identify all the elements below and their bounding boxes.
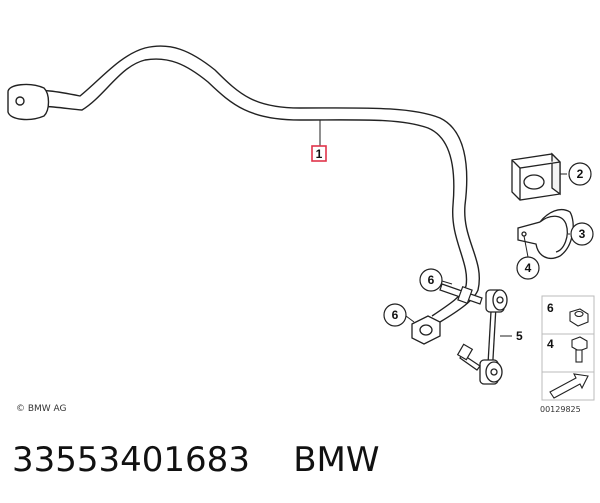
nut-icon [569,308,589,327]
caption-line: 33553401683 BMW [12,440,379,480]
link-bolt-upper [439,283,483,305]
direction-arrow-icon [549,373,589,399]
fastener-legend: 6 4 [541,295,595,401]
legend-bolt-number: 4 [547,337,554,351]
callout-6-upper: 6 [419,268,453,292]
link-bolt-lower [456,343,481,371]
rubber-mounting [511,152,561,201]
callout-1-label: 1 [316,147,323,161]
callout-2-label: 2 [577,167,584,181]
callout-4: 4 [516,235,540,280]
callout-2: 2 [560,162,592,186]
bolt-icon [571,336,588,363]
callout-5-label: 5 [516,329,523,343]
legend-nut-number: 6 [547,301,554,315]
stabilizer-bar [19,45,480,323]
brand-name: BMW [293,440,380,480]
copyright-notice: © BMW AG [16,404,67,414]
callout-6-lower-label: 6 [392,308,399,322]
callout-1: 1 [311,120,327,162]
bar-rubber-bushing [411,315,441,345]
callout-5: 5 [500,329,523,343]
callout-3-label: 3 [579,227,586,241]
callout-3: 3 [568,222,594,246]
part-number: 33553401683 [12,440,250,480]
document-number: 00129825 [540,405,581,414]
callout-6-lower: 6 [383,303,415,327]
stabilizer-link [479,289,508,385]
callout-6-upper-label: 6 [428,273,435,287]
parts-diagram: 1 2 3 4 [7,45,595,401]
bracket [517,208,574,259]
callout-4-label: 4 [525,261,532,275]
bar-end-eye [7,83,50,121]
